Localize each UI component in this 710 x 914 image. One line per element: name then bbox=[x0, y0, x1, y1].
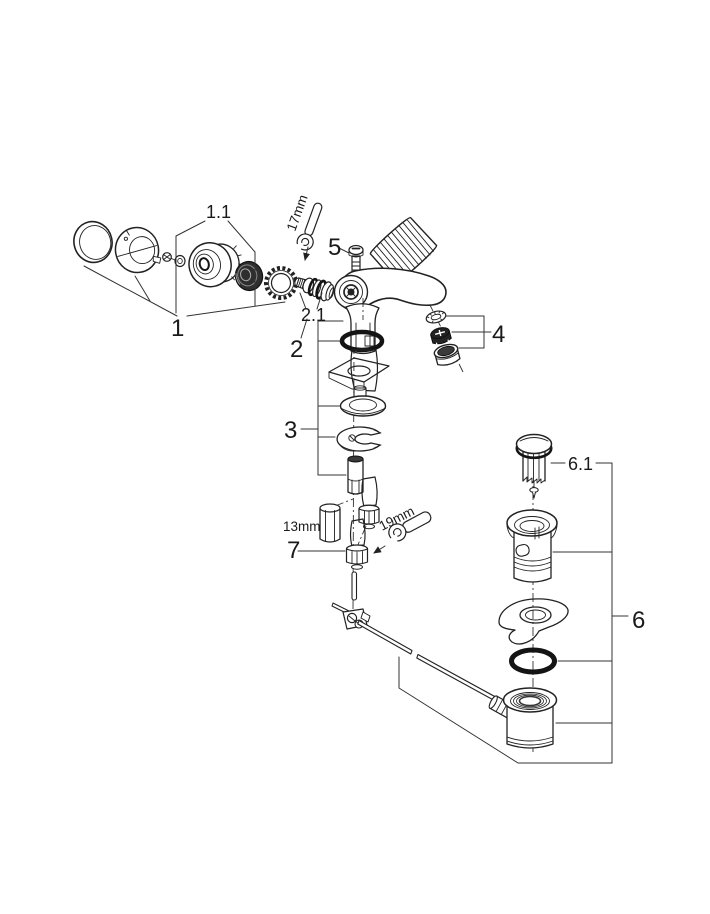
grub-screw bbox=[162, 252, 176, 262]
aerator-insert bbox=[430, 327, 452, 346]
hose-nut-lower bbox=[345, 518, 369, 570]
dome-nut bbox=[234, 260, 264, 292]
label-part-7: 7 bbox=[287, 537, 300, 564]
small-washer bbox=[174, 254, 186, 268]
wedge-gasket-drain bbox=[498, 598, 569, 645]
bracket-4 bbox=[445, 315, 492, 349]
label-part-3: 3 bbox=[284, 417, 297, 444]
bracket-1-1 bbox=[175, 220, 256, 314]
wedge-gasket-upper bbox=[328, 357, 390, 390]
label-part-4: 4 bbox=[492, 321, 505, 348]
handle-cap bbox=[73, 220, 113, 264]
waste-top-body bbox=[506, 509, 558, 583]
pull-rod bbox=[351, 571, 358, 601]
toothed-lock-ring bbox=[264, 266, 298, 300]
mounting-washer bbox=[339, 395, 387, 417]
mounting-stud bbox=[347, 455, 364, 495]
threaded-shank bbox=[345, 303, 380, 355]
aerator-washer bbox=[425, 310, 447, 324]
lever-rod-front bbox=[357, 619, 413, 655]
headpart-cartridge bbox=[294, 277, 335, 302]
label-part-1: 1 bbox=[171, 315, 184, 342]
wrench-19mm-icon bbox=[388, 511, 432, 545]
drain-oring bbox=[509, 647, 557, 675]
waste-bottom-body bbox=[502, 687, 558, 749]
label-part-2: 2 bbox=[290, 336, 303, 363]
bracket-3 bbox=[300, 320, 347, 476]
hex-key-13mm-icon bbox=[319, 503, 341, 543]
braided-hose-upper bbox=[350, 349, 378, 392]
cartridge-cap-assembly bbox=[188, 242, 243, 288]
handle-body bbox=[114, 226, 162, 274]
arrow-left-icon bbox=[373, 545, 386, 554]
plug-screw bbox=[529, 480, 539, 499]
bracket-2 bbox=[299, 292, 323, 339]
wrench-17mm-icon bbox=[293, 202, 323, 252]
label-part-6-1: 6.1 bbox=[568, 454, 593, 474]
horseshoe-washer bbox=[336, 426, 382, 452]
bracket-1 bbox=[83, 265, 286, 317]
label-part-2-1: 2.1 bbox=[301, 305, 326, 325]
label-part-6: 6 bbox=[632, 607, 645, 634]
bracket-6 bbox=[398, 462, 629, 764]
label-part-1-1: 1.1 bbox=[206, 202, 231, 222]
popup-plug bbox=[515, 433, 553, 484]
body-ball-collar bbox=[333, 274, 369, 310]
aerator-housing bbox=[433, 343, 461, 366]
label-13mm: 13mm bbox=[283, 519, 321, 534]
label-part-5: 5 bbox=[328, 234, 341, 261]
arrow-down-icon bbox=[303, 246, 310, 261]
leader-5 bbox=[338, 247, 350, 254]
hose-nut-upper bbox=[358, 476, 380, 530]
